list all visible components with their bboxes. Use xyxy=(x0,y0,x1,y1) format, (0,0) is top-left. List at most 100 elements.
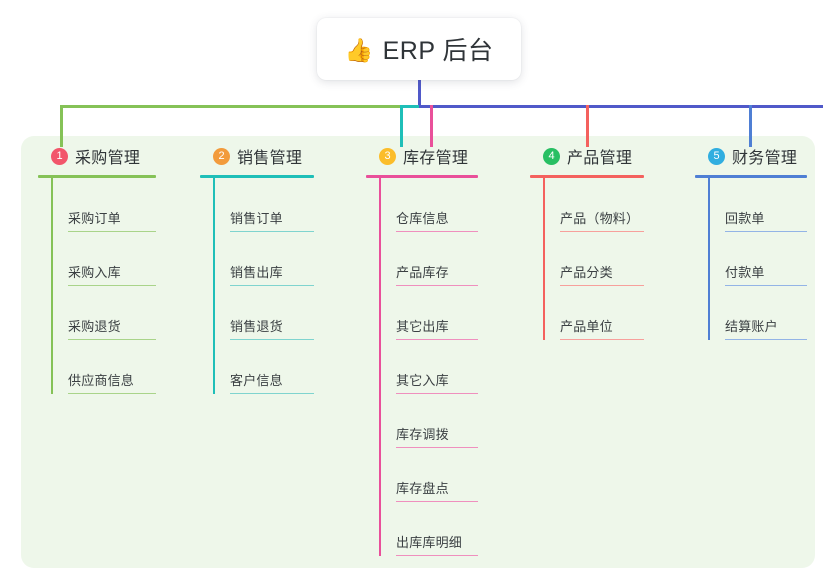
menu-item-label: 产品分类 xyxy=(560,264,613,280)
column-header-rule xyxy=(366,175,478,178)
column-header[interactable]: 1 采购管理 xyxy=(38,144,156,168)
column-财务管理: 5 财务管理回款单付款单结算账户 xyxy=(695,144,807,340)
menu-item-rule xyxy=(68,392,156,394)
menu-item[interactable]: 销售订单 xyxy=(200,178,314,232)
menu-item-label: 供应商信息 xyxy=(68,372,135,388)
root-node-card[interactable]: 👍 ERP 后台 xyxy=(317,18,521,80)
menu-item[interactable]: 库存盘点 xyxy=(366,448,478,502)
column-spine xyxy=(708,178,710,340)
menu-item-label: 销售出库 xyxy=(230,264,283,280)
menu-item-rule xyxy=(725,338,807,340)
drop-connector-5 xyxy=(749,105,752,147)
menu-item[interactable]: 结算账户 xyxy=(695,286,807,340)
menu-item-label: 付款单 xyxy=(725,264,765,280)
menu-item[interactable]: 回款单 xyxy=(695,178,807,232)
menu-item[interactable]: 销售退货 xyxy=(200,286,314,340)
drop-connector-4 xyxy=(586,105,589,147)
menu-item-rule xyxy=(68,230,156,232)
column-number-badge: 3 xyxy=(379,147,396,165)
menu-item-label: 其它入库 xyxy=(396,372,449,388)
menu-item-rule xyxy=(725,284,807,286)
menu-item-rule xyxy=(68,284,156,286)
menu-item-rule xyxy=(560,284,644,286)
menu-item-label: 其它出库 xyxy=(396,318,449,334)
menu-item[interactable]: 采购订单 xyxy=(38,178,156,232)
menu-item[interactable]: 仓库信息 xyxy=(366,178,478,232)
menu-item-rule xyxy=(725,230,807,232)
column-header[interactable]: 5 财务管理 xyxy=(695,144,807,168)
menu-item[interactable]: 采购退货 xyxy=(38,286,156,340)
menu-item-label: 结算账户 xyxy=(725,318,778,334)
menu-item[interactable]: 产品分类 xyxy=(530,232,644,286)
root-node-title: 👍 ERP 后台 xyxy=(344,31,493,67)
column-number-badge: 5 xyxy=(708,147,725,165)
column-number-badge: 1 xyxy=(51,147,68,165)
menu-item[interactable]: 销售出库 xyxy=(200,232,314,286)
column-item-list: 回款单付款单结算账户 xyxy=(695,178,807,340)
menu-item[interactable]: 产品库存 xyxy=(366,232,478,286)
bus-segment-3 xyxy=(419,105,823,108)
column-库存管理: 3 库存管理仓库信息产品库存其它出库其它入库库存调拨库存盘点出库库明细 xyxy=(366,144,478,556)
menu-item-rule xyxy=(560,338,644,340)
column-item-list: 销售订单销售出库销售退货客户信息 xyxy=(200,178,314,394)
column-spine xyxy=(213,178,215,394)
menu-item-label: 出库库明细 xyxy=(396,534,463,550)
menu-item-rule xyxy=(230,284,314,286)
column-header-rule xyxy=(530,175,644,178)
menu-item[interactable]: 供应商信息 xyxy=(38,340,156,394)
menu-item[interactable]: 库存调拨 xyxy=(366,394,478,448)
column-header-rule xyxy=(38,175,156,178)
menu-item-label: 客户信息 xyxy=(230,372,283,388)
column-title: 采购管理 xyxy=(75,150,141,167)
menu-item-label: 产品单位 xyxy=(560,318,613,334)
column-产品管理: 4 产品管理产品（物料） 产品分类产品单位 xyxy=(530,144,644,340)
root-title-text: ERP 后台 xyxy=(382,37,494,65)
column-title: 财务管理 xyxy=(732,150,798,167)
column-header[interactable]: 3 库存管理 xyxy=(366,144,478,168)
column-spine xyxy=(379,178,381,556)
menu-item[interactable]: 产品单位 xyxy=(530,286,644,340)
menu-item[interactable]: 出库库明细 xyxy=(366,502,478,556)
column-item-list: 产品（物料） 产品分类产品单位 xyxy=(530,178,644,340)
menu-item[interactable]: 其它入库 xyxy=(366,340,478,394)
menu-item-rule xyxy=(396,392,478,394)
drop-connector-2 xyxy=(400,105,403,147)
menu-item-label: 仓库信息 xyxy=(396,210,449,226)
menu-item-rule xyxy=(230,392,314,394)
menu-item[interactable]: 其它出库 xyxy=(366,286,478,340)
column-title: 产品管理 xyxy=(567,150,633,167)
column-header-rule xyxy=(200,175,314,178)
menu-item-label: 回款单 xyxy=(725,210,765,226)
menu-item-rule xyxy=(230,338,314,340)
menu-item-rule xyxy=(396,230,478,232)
column-item-list: 仓库信息产品库存其它出库其它入库库存调拨库存盘点出库库明细 xyxy=(366,178,478,556)
menu-item[interactable]: 采购入库 xyxy=(38,232,156,286)
menu-item-label: 采购退货 xyxy=(68,318,121,334)
column-title: 销售管理 xyxy=(237,150,303,167)
menu-item-rule xyxy=(230,230,314,232)
drop-connector-1 xyxy=(60,105,63,147)
menu-item-label: 采购订单 xyxy=(68,210,121,226)
menu-item[interactable]: 付款单 xyxy=(695,232,807,286)
menu-item-rule xyxy=(396,338,478,340)
column-spine xyxy=(543,178,545,340)
menu-item[interactable]: 产品（物料） xyxy=(530,178,644,232)
column-spine xyxy=(51,178,53,394)
column-header[interactable]: 4 产品管理 xyxy=(530,144,644,168)
menu-item[interactable]: 客户信息 xyxy=(200,340,314,394)
drop-connector-3 xyxy=(430,105,433,147)
menu-item-label: 采购入库 xyxy=(68,264,121,280)
column-item-list: 采购订单采购入库采购退货供应商信息 xyxy=(38,178,156,394)
menu-item-label: 销售退货 xyxy=(230,318,283,334)
column-header-rule xyxy=(695,175,807,178)
menu-item-rule xyxy=(396,446,478,448)
column-title: 库存管理 xyxy=(403,150,469,167)
menu-item-rule xyxy=(68,338,156,340)
menu-item-label: 库存调拨 xyxy=(396,426,449,442)
menu-item-rule xyxy=(560,230,644,232)
thumbs-up-icon: 👍 xyxy=(344,36,374,63)
column-number-badge: 4 xyxy=(543,147,560,165)
